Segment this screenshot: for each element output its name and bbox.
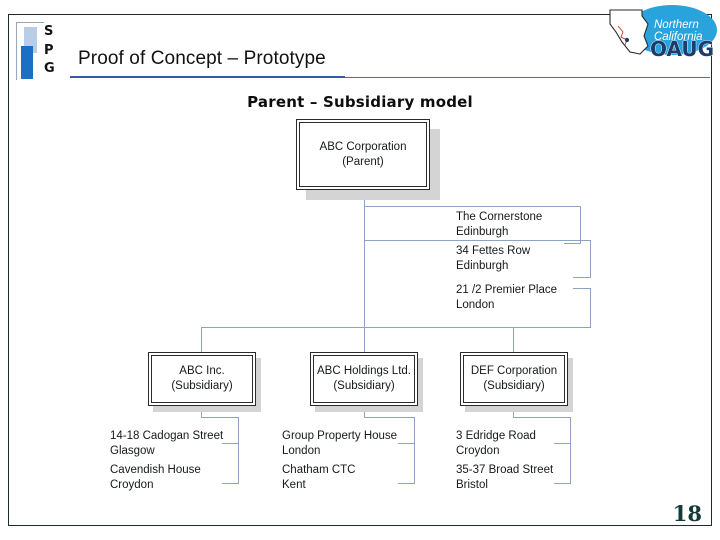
parent-address-3-street: 21 /2 Premier Place [456,284,557,296]
parent-address-1-city: Edinburgh [456,225,509,238]
org-node-parent-name: ABC Corporation [319,140,407,153]
org-node-subsidiary-1-body: ABC Inc. (Subsidiary) [151,355,253,403]
connector-sub2-top [364,417,414,418]
connector-sub1-address-1-stub [222,443,239,444]
org-node-parent[interactable]: ABC Corporation (Parent) [296,119,430,190]
subsidiary-2-address-1-street: Group Property House [282,430,398,442]
connector-sub1-spine [238,417,239,483]
spg-logo-letters: S P G [44,23,68,79]
org-node-parent-role: (Parent) [342,155,384,168]
org-node-subsidiary-3-role: (Subsidiary) [483,380,545,392]
parent-address-1-street: The Cornerstone [456,211,543,223]
org-node-subsidiary-2-name: ABC Holdings Ltd. [317,365,411,377]
title-underline-accent [70,76,345,78]
parent-address-2-street: 34 Fettes Row [456,245,531,257]
parent-address-2-city: Edinburgh [456,259,509,272]
title-underline-thin [345,77,710,78]
connector-sub3-spine [570,417,571,483]
slide-border-left [8,14,9,526]
org-node-subsidiary-1[interactable]: ABC Inc. (Subsidiary) [148,352,256,406]
org-node-subsidiary-3-name: DEF Corporation [470,365,558,377]
subsidiary-1-address-1-city: Glasgow [110,444,155,457]
org-node-parent-body: ABC Corporation (Parent) [299,122,427,187]
parent-address-1: The Cornerstone Edinburgh [456,210,542,239]
subsidiary-1-address-1-street: 14-18 Cadogan Street [110,430,224,442]
connector-parent-address-1-right [580,206,581,243]
connector-parent-address-3-stub [573,288,591,289]
org-node-subsidiary-1-name: ABC Inc. [179,365,225,377]
connector-parent-address-2-right [590,240,591,277]
connector-parent-address-1-top [364,206,580,207]
connector-sub2-address-2-stub [398,483,415,484]
connector-sub1-top [201,417,238,418]
spg-logo-frame [16,22,44,80]
subsidiary-3-address-2-street: 35-37 Broad Street [456,464,554,476]
subsidiary-2-address-2: Chatham CTC Kent [282,463,356,492]
subsidiary-2-address-2-street: Chatham CTC [282,464,356,476]
org-node-subsidiary-3-body: DEF Corporation (Subsidiary) [463,355,565,403]
spg-logo: S P G [14,20,70,82]
oaug-logo-line2: California [654,31,703,43]
parent-address-2: 34 Fettes Row Edinburgh [456,244,530,273]
org-node-subsidiary-2-body: ABC Holdings Ltd. (Subsidiary) [313,355,415,403]
connector-subsidiary-bus [201,327,514,328]
subsidiary-2-address-1-city: London [282,444,321,457]
parent-address-3-city: London [456,298,495,311]
connector-parent-address-3-right [590,288,591,328]
connector-sub2-spine [414,417,415,483]
northern-california-oaug-logo: Northern California OAUG [596,2,718,64]
connector-sub2-address-1-stub [398,443,415,444]
connector-parent-trunk [364,190,365,327]
subsidiary-3-address-2-city: Bristol [456,478,488,491]
spg-letter-p: P [44,42,54,58]
connector-sub3-address-1-stub [554,443,571,444]
spg-letter-s: S [44,24,54,39]
subsidiary-3-address-2: 35-37 Broad Street Bristol [456,463,553,492]
connector-parent-address-2-top [364,240,590,241]
oaug-logo-line1: Northern [654,19,699,31]
connector-sub3-address-2-stub [554,483,571,484]
subsidiary-1-address-1: 14-18 Cadogan Street Glasgow [110,429,223,458]
subsidiary-2-address-2-city: Kent [282,478,306,491]
subsidiary-1-address-2-street: Cavendish House [110,464,201,476]
org-node-subsidiary-2[interactable]: ABC Holdings Ltd. (Subsidiary) [310,352,418,406]
spg-letter-g: G [44,61,55,76]
connector-subsidiary-1-drop [201,327,202,353]
subsidiary-3-address-1-city: Croydon [456,444,500,457]
page-number: 18 [672,501,702,526]
subsidiary-1-address-2-city: Croydon [110,478,154,491]
slide-border-right [711,14,712,526]
connector-sub3-top [513,417,570,418]
header-divider [8,14,608,15]
page-title: Proof of Concept – Prototype [78,48,326,69]
connector-sub1-address-2-stub [222,483,239,484]
chart-heading: Parent – Subsidiary model [247,93,473,111]
spg-logo-bar-dark [21,46,33,79]
org-node-subsidiary-2-role: (Subsidiary) [333,380,395,392]
connector-parent-address-2-stub [573,277,591,278]
connector-parent-address-1-stub [564,243,581,244]
subsidiary-3-address-1: 3 Edridge Road Croydon [456,429,536,458]
oaug-logo-line3: OAUG [650,37,714,61]
parent-address-3: 21 /2 Premier Place London [456,283,557,312]
connector-subsidiary-2-drop [364,327,365,353]
subsidiary-3-address-1-street: 3 Edridge Road [456,430,536,442]
org-node-subsidiary-3[interactable]: DEF Corporation (Subsidiary) [460,352,568,406]
subsidiary-2-address-1: Group Property House London [282,429,397,458]
oaug-logo-graphic: Northern California OAUG [609,5,717,61]
org-node-subsidiary-1-role: (Subsidiary) [171,380,233,392]
subsidiary-1-address-2: Cavendish House Croydon [110,463,201,492]
connector-subsidiary-3-drop [513,327,514,353]
slide-border-bottom [8,525,712,526]
